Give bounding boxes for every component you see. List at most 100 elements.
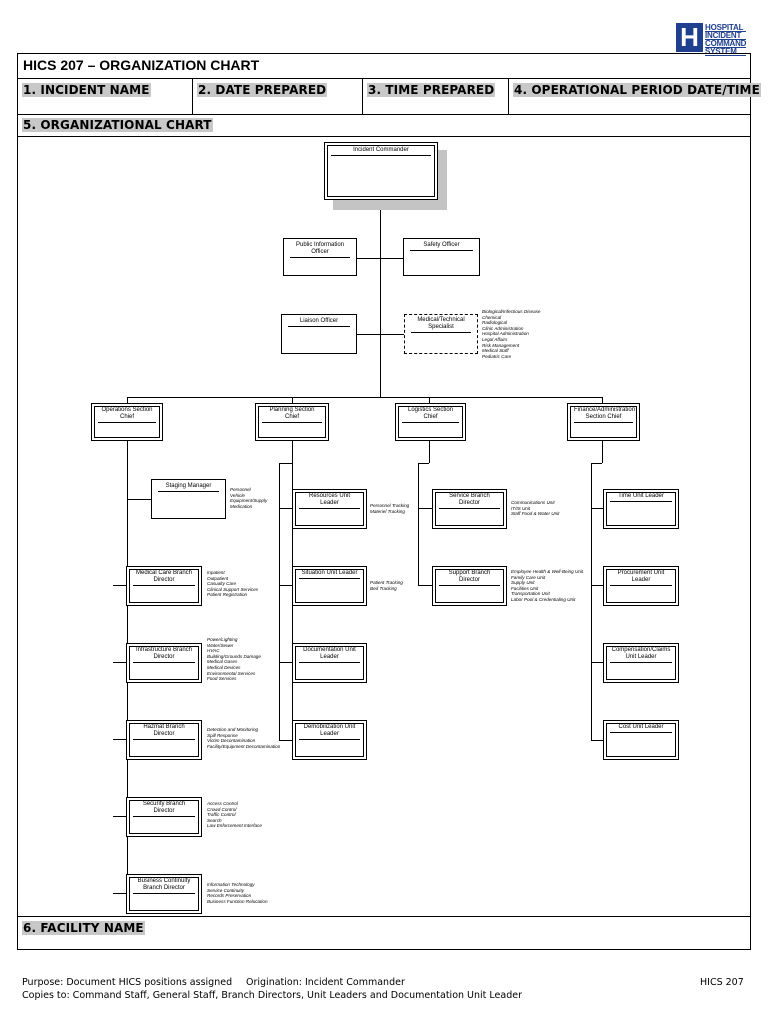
business-continuity-branch-box[interactable]: Business Continuity Branch Director bbox=[126, 874, 202, 914]
box-title: Logistics Section Chief bbox=[402, 407, 459, 423]
note-line: Personnel bbox=[230, 487, 251, 492]
connector-line bbox=[602, 397, 603, 404]
connector-line bbox=[591, 662, 603, 663]
infrastructure-branch-box[interactable]: Infrastructure Branch Director bbox=[126, 643, 202, 683]
note-line: Vehicle bbox=[230, 492, 245, 498]
connector-line bbox=[279, 463, 280, 741]
note-line: Transportation Unit bbox=[511, 591, 550, 597]
note-line: Water/Sewer bbox=[207, 642, 234, 648]
note-line: Victim Decontamination bbox=[207, 738, 256, 744]
incident-name-field[interactable]: 1. INCIDENT NAME bbox=[22, 83, 151, 97]
date-prepared-field[interactable]: 2. DATE PREPARED bbox=[197, 83, 328, 97]
org-chart-label: 5. ORGANIZATIONAL CHART bbox=[22, 118, 213, 132]
support-branch-box[interactable]: Support Branch Director bbox=[432, 566, 507, 606]
medical-care-notes: Inpatient Outpatient Casualty Care Clini… bbox=[207, 570, 258, 598]
demobilization-unit-box[interactable]: Demobilization Unit Leader bbox=[292, 720, 367, 760]
hazmat-notes: Detection and Monitoring Spill Response … bbox=[207, 727, 280, 749]
note-line: Spill Response bbox=[207, 732, 238, 738]
connector-line bbox=[357, 258, 403, 259]
note-line: Detection and Monitoring bbox=[207, 727, 259, 732]
box-title: Planning Section Chief bbox=[262, 407, 322, 423]
note-line: Staff Food & Water Unit bbox=[511, 511, 560, 517]
facility-name-field[interactable]: 6. FACILITY NAME bbox=[22, 921, 145, 935]
note-line: Labor Pool & Credentialing Unit bbox=[511, 596, 576, 602]
cost-unit-box[interactable]: Cost Unit Leader bbox=[603, 720, 679, 760]
footer-origination: Origination: Incident Commander bbox=[246, 977, 405, 988]
box-title: Compensation/Claims Unit Leader bbox=[610, 647, 672, 663]
connector-line bbox=[279, 463, 292, 464]
connector-line bbox=[279, 740, 292, 741]
connector-line bbox=[418, 508, 432, 509]
liaison-officer-box[interactable]: Liaison Officer bbox=[281, 314, 357, 354]
connector-line bbox=[602, 441, 603, 463]
note-line: Power/Lighting bbox=[207, 637, 238, 642]
note-line: Medical Staff bbox=[482, 348, 509, 354]
form-frame bbox=[17, 53, 751, 950]
connector-line bbox=[418, 463, 419, 585]
note-line: Access Control bbox=[207, 801, 238, 806]
note-line: Employee Health & Well-Being Unit bbox=[511, 569, 584, 574]
public-information-officer-box[interactable]: Public Information Officer bbox=[283, 238, 357, 276]
business-continuity-notes: Information Technology Service Continuit… bbox=[207, 882, 268, 904]
connector-line bbox=[591, 585, 603, 586]
security-branch-box[interactable]: Security Branch Director bbox=[126, 797, 202, 837]
note-line: Supply Unit bbox=[511, 580, 535, 586]
resources-unit-box[interactable]: Resources Unit Leader bbox=[292, 489, 367, 529]
box-title: Situation Unit Leader bbox=[299, 570, 360, 579]
compensation-claims-unit-box[interactable]: Compensation/Claims Unit Leader bbox=[603, 643, 679, 683]
planning-section-chief-box[interactable]: Planning Section Chief bbox=[255, 403, 329, 441]
service-branch-box[interactable]: Service Branch Director bbox=[432, 489, 507, 529]
note-line: Communications Unit bbox=[511, 500, 555, 505]
incident-commander-box[interactable]: Incident Commander bbox=[324, 142, 438, 200]
connector-line bbox=[113, 739, 127, 740]
connector-line bbox=[113, 662, 127, 663]
box-title: Support Branch Director bbox=[439, 570, 500, 586]
medical-technical-specialist-box[interactable]: Medical/Technical Specialist bbox=[404, 314, 478, 354]
note-line: Clinical Support Services bbox=[207, 586, 259, 592]
connector-line bbox=[591, 463, 602, 464]
situation-unit-box[interactable]: Situation Unit Leader bbox=[292, 566, 367, 606]
hazmat-branch-box[interactable]: Hazmat Branch Director bbox=[126, 720, 202, 760]
note-line: Law Enforcement Interface bbox=[207, 823, 262, 829]
note-line: Hospital Administration bbox=[482, 331, 529, 337]
connector-line bbox=[113, 585, 127, 586]
logo-line: SYSTEM bbox=[705, 48, 746, 56]
box-title: Service Branch Director bbox=[439, 493, 500, 509]
note-line: Materiel Tracking bbox=[370, 508, 405, 514]
safety-officer-box[interactable]: Safety Officer bbox=[403, 238, 480, 276]
procurement-unit-box[interactable]: Procurement Unit Leader bbox=[603, 566, 679, 606]
staging-notes: Personnel Vehicle Equipment/Supply Medic… bbox=[230, 487, 267, 509]
connector-line bbox=[279, 662, 292, 663]
operations-section-chief-box[interactable]: Operations Section Chief bbox=[91, 403, 163, 441]
time-prepared-field[interactable]: 3. TIME PREPARED bbox=[367, 83, 496, 97]
connector-line bbox=[113, 893, 127, 894]
logo-letter: H bbox=[676, 23, 703, 52]
note-line: Clinic Administration bbox=[482, 325, 524, 331]
box-title: Documentation Unit Leader bbox=[299, 647, 360, 663]
staging-manager-box[interactable]: Staging Manager bbox=[151, 479, 226, 519]
operational-period-field[interactable]: 4. OPERATIONAL PERIOD DATE/TIME bbox=[513, 83, 761, 97]
connector-line bbox=[292, 397, 293, 404]
infrastructure-notes: Power/Lighting Water/Sewer HVAC Building… bbox=[207, 637, 261, 682]
logo-line: COMMAND bbox=[705, 39, 747, 48]
logistics-section-chief-box[interactable]: Logistics Section Chief bbox=[395, 403, 466, 441]
connector-line bbox=[591, 463, 592, 741]
note-line: Medication bbox=[230, 503, 253, 509]
note-line: Family Care Unit bbox=[511, 574, 546, 580]
time-unit-box[interactable]: Time Unit Leader bbox=[603, 489, 679, 529]
connector-line bbox=[127, 397, 603, 398]
logo-line: INCIDENT bbox=[705, 32, 746, 40]
note-line: Bed Tracking bbox=[370, 585, 397, 591]
box-title: Finance/Administration Section Chief bbox=[574, 407, 635, 423]
documentation-unit-box[interactable]: Documentation Unit Leader bbox=[292, 643, 367, 683]
footer-purpose: Purpose: Document HICS positions assigne… bbox=[22, 977, 233, 988]
note-line: Equipment/Supply bbox=[230, 498, 268, 504]
finance-section-chief-box[interactable]: Finance/Administration Section Chief bbox=[567, 403, 640, 441]
box-title: Procurement Unit Leader bbox=[610, 570, 672, 586]
specialist-notes: Biological/Infectious Disease Chemical R… bbox=[482, 309, 540, 359]
box-title: Infrastructure Branch Director bbox=[133, 647, 195, 663]
grid-line bbox=[362, 78, 363, 114]
logo-line: HOSPITAL bbox=[705, 24, 746, 32]
medical-care-branch-box[interactable]: Medical Care Branch Director bbox=[126, 566, 202, 606]
box-title: Cost Unit Leader bbox=[610, 724, 672, 733]
